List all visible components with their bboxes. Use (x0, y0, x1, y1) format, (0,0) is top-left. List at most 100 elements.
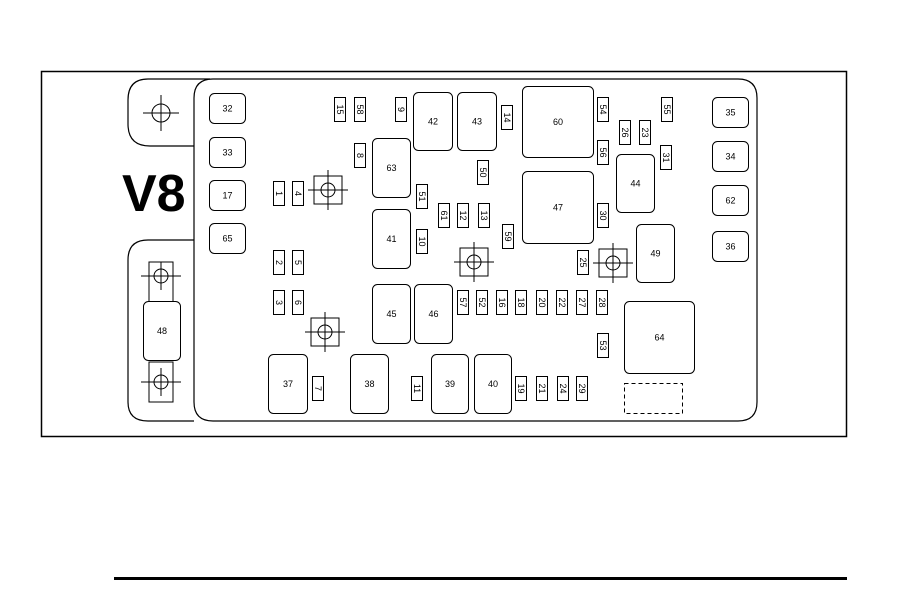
fuse-2-outline (273, 250, 285, 275)
fuse-58-label: 58 (355, 104, 365, 114)
fuse-23: 23 (639, 120, 651, 145)
fuse-2: 2 (273, 250, 285, 275)
relay-39-label: 39 (445, 379, 455, 389)
relay-33-outline (209, 137, 246, 168)
relay-33-label: 33 (222, 148, 232, 158)
relay-48-outline (143, 301, 181, 361)
relay-40-outline (474, 354, 512, 414)
fuse-12: 12 (457, 203, 469, 228)
fuse-3-label: 3 (274, 300, 284, 305)
relay-44-outline (616, 154, 655, 213)
fuse-56: 56 (597, 140, 609, 165)
diagram-frame (40, 70, 848, 438)
fuse-22-outline (556, 290, 568, 315)
fuse-11: 11 (411, 376, 423, 401)
fuse-30-label: 30 (598, 210, 608, 220)
relay-32-label: 32 (222, 104, 232, 114)
fuse-55-outline (661, 97, 673, 122)
fuse-29: 29 (576, 376, 588, 401)
fuse-6-label: 6 (293, 300, 303, 305)
fuse-10-outline (416, 229, 428, 254)
fuse-10: 10 (416, 229, 428, 254)
fuse-57-label: 57 (458, 297, 468, 307)
fuse-24-label: 24 (558, 383, 568, 393)
relay-39-outline (431, 354, 469, 414)
fuse-53-label: 53 (598, 340, 608, 350)
fuse-block-housing (193, 78, 758, 422)
mount-crosshair-top (143, 95, 179, 131)
fuse-28: 28 (596, 290, 608, 315)
stud-crosshair-4 (305, 312, 345, 352)
relay-47-label: 47 (553, 203, 563, 213)
fuse-23-outline (639, 120, 651, 145)
fuse-8-outline (354, 143, 366, 168)
fuse-20: 20 (536, 290, 548, 315)
relay-48: 48 (143, 301, 181, 361)
relay-33: 33 (209, 137, 246, 168)
fuse-21-outline (536, 376, 548, 401)
relay-48-label: 48 (157, 326, 167, 336)
empty-slot (624, 383, 683, 414)
relay-47-outline (522, 171, 594, 244)
fuse-26-outline (619, 120, 631, 145)
relay-60-outline (522, 86, 594, 158)
relay-44-label: 44 (630, 179, 640, 189)
fuse-1: 1 (273, 181, 285, 206)
fuse-18-outline (515, 290, 527, 315)
relay-43: 43 (457, 92, 497, 151)
fuse-61-outline (438, 203, 450, 228)
relay-45: 45 (372, 284, 411, 344)
relay-65: 65 (209, 223, 246, 254)
fuse-51-label: 51 (417, 191, 427, 201)
fuse-25-outline (577, 250, 589, 275)
fuse-11-outline (411, 376, 423, 401)
fuse-52: 52 (476, 290, 488, 315)
fuse-9-label: 9 (396, 107, 406, 112)
relay-38: 38 (350, 354, 389, 414)
fuse-26: 26 (619, 120, 631, 145)
relay-40-label: 40 (488, 379, 498, 389)
fuse-12-label: 12 (458, 210, 468, 220)
fuse-30-outline (597, 203, 609, 228)
fuse-21-label: 21 (537, 383, 547, 393)
fuse-31-label: 31 (661, 152, 671, 162)
relay-35-label: 35 (725, 108, 735, 118)
relay-49-label: 49 (650, 249, 660, 259)
relay-41-outline (372, 209, 411, 269)
fuse-5-label: 5 (293, 260, 303, 265)
fuse-16: 16 (496, 290, 508, 315)
relay-34-outline (712, 141, 749, 172)
relay-17-label: 17 (222, 191, 232, 201)
fuse-8-label: 8 (355, 153, 365, 158)
fuse-13: 13 (478, 203, 490, 228)
engine-label: V8 (122, 165, 186, 223)
relay-60-label: 60 (553, 117, 563, 127)
relay-45-outline (372, 284, 411, 344)
fuse-50: 50 (477, 160, 489, 185)
fuse-25-label: 25 (578, 257, 588, 267)
fuse-57-outline (457, 290, 469, 315)
relay-42-outline (413, 92, 453, 151)
fuse-5-outline (292, 250, 304, 275)
fuse-18: 18 (515, 290, 527, 315)
fuse-16-outline (496, 290, 508, 315)
relay-34-label: 34 (725, 152, 735, 162)
relay-35-outline (712, 97, 749, 128)
relay-35: 35 (712, 97, 749, 128)
relay-65-label: 65 (222, 234, 232, 244)
fuse-3: 3 (273, 290, 285, 315)
relay-64: 64 (624, 301, 695, 374)
fuse-59: 59 (502, 224, 514, 249)
page-bottom-rule (114, 577, 847, 580)
fuse-14-label: 14 (502, 112, 512, 122)
fuse-15-outline (334, 97, 346, 122)
relay-42-label: 42 (428, 117, 438, 127)
fuse-54: 54 (597, 97, 609, 122)
fuse-22: 22 (556, 290, 568, 315)
fuse-52-label: 52 (477, 297, 487, 307)
fuse-31-outline (660, 145, 672, 170)
relay-44: 44 (616, 154, 655, 213)
relay-46-label: 46 (428, 309, 438, 319)
fuse-25: 25 (577, 250, 589, 275)
